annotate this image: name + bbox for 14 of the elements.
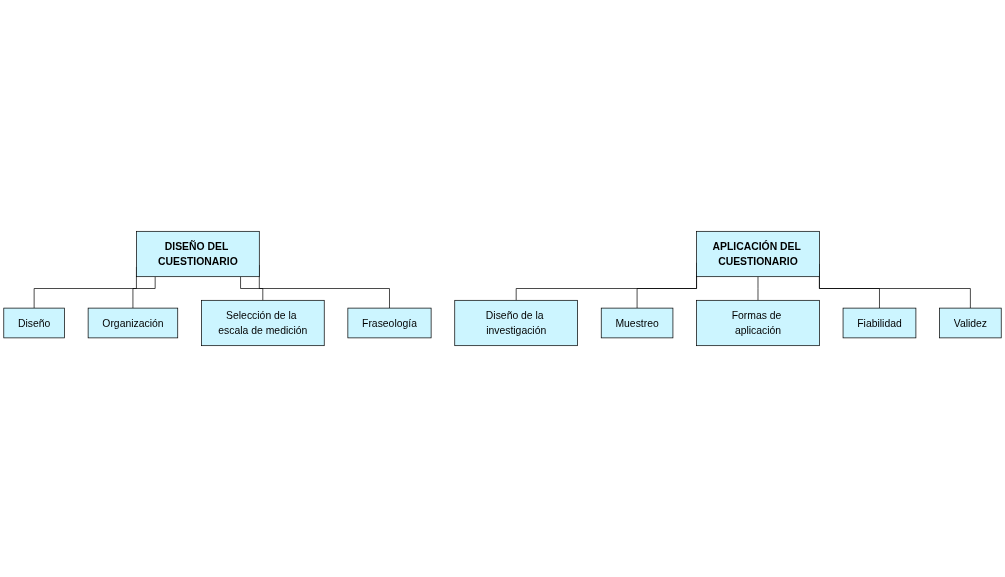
node-box: Diseño de la investigación bbox=[454, 299, 578, 347]
node-box: Validez bbox=[939, 307, 1002, 339]
node-box: Diseño bbox=[3, 307, 65, 339]
connector bbox=[132, 276, 156, 309]
node-box: Fiabilidad bbox=[842, 307, 917, 339]
connector bbox=[757, 276, 759, 301]
connector bbox=[240, 276, 264, 301]
node-box: Fraseología bbox=[347, 307, 432, 339]
node-box: DISEÑO DEL CUESTIONARIO bbox=[136, 230, 260, 278]
node-box: Organización bbox=[87, 307, 179, 339]
node-box: APLICACIÓN DEL CUESTIONARIO bbox=[696, 230, 820, 278]
node-box: Formas de aplicación bbox=[696, 299, 820, 347]
node-box: Muestreo bbox=[600, 307, 674, 339]
node-box: Selección de la escala de medición bbox=[201, 299, 325, 347]
